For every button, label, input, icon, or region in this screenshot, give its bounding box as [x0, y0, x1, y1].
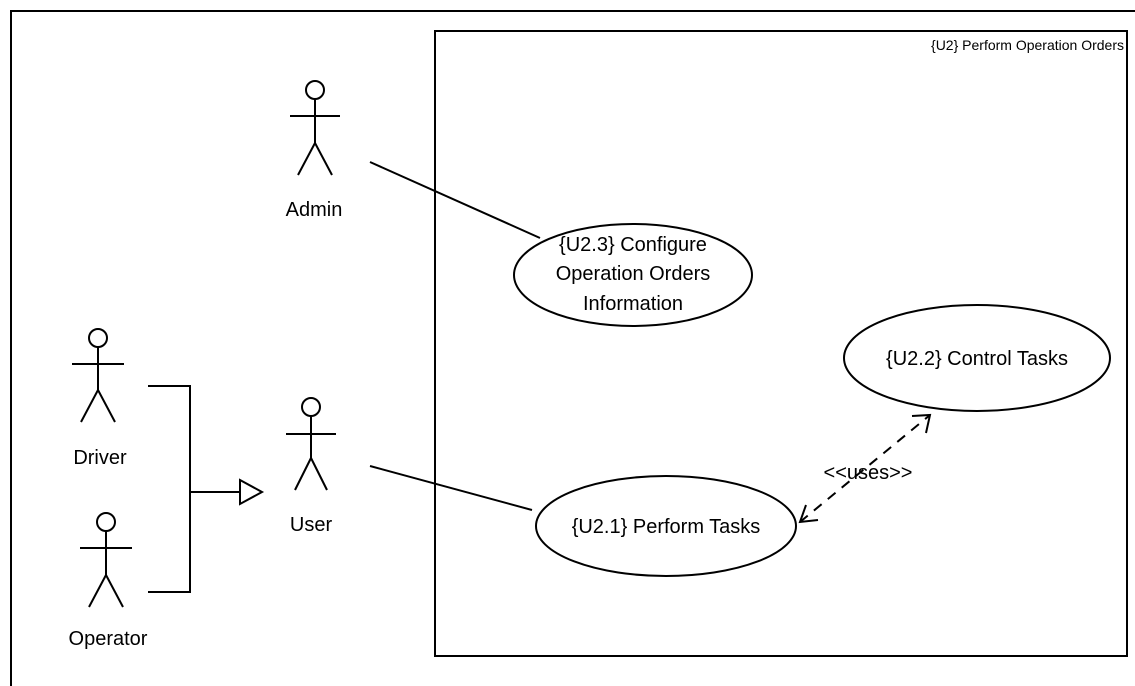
system-boundary	[434, 30, 1128, 657]
use-case-u2-1-label: {U2.1} Perform Tasks	[572, 516, 761, 538]
actor-admin-label: Admin	[286, 199, 343, 221]
uses-label: <<uses>>	[824, 462, 913, 484]
system-title: {U2} Perform Operation Orders	[931, 37, 1124, 53]
use-case-u2-2[interactable]	[843, 304, 1111, 412]
actor-admin	[290, 80, 340, 176]
use-case-u2-3-line-2: Operation Orders	[556, 263, 711, 285]
generalization-connector	[148, 385, 240, 593]
uses-arrowhead-u2-1	[798, 504, 819, 524]
actor-operator-label: Operator	[69, 628, 148, 650]
use-case-u2-2-label: {U2.2} Control Tasks	[886, 348, 1068, 370]
association-admin-u2-3	[369, 161, 541, 239]
outer-frame	[10, 10, 1135, 686]
use-case-u2-3[interactable]	[513, 223, 753, 327]
actor-driver-label: Driver	[73, 447, 127, 469]
use-case-u2-3-line-1: {U2.3} Configure	[559, 234, 707, 256]
generalization-arrowhead	[239, 478, 265, 506]
actor-operator	[80, 512, 132, 608]
association-user-u2-1	[369, 465, 533, 511]
actor-user	[286, 397, 336, 491]
uses-arrowhead-u2-2	[911, 413, 932, 434]
use-case-u2-1[interactable]	[535, 475, 797, 577]
use-case-u2-3-line-3: Information	[583, 293, 683, 315]
actor-driver	[72, 328, 124, 423]
actor-user-label: User	[290, 514, 333, 536]
